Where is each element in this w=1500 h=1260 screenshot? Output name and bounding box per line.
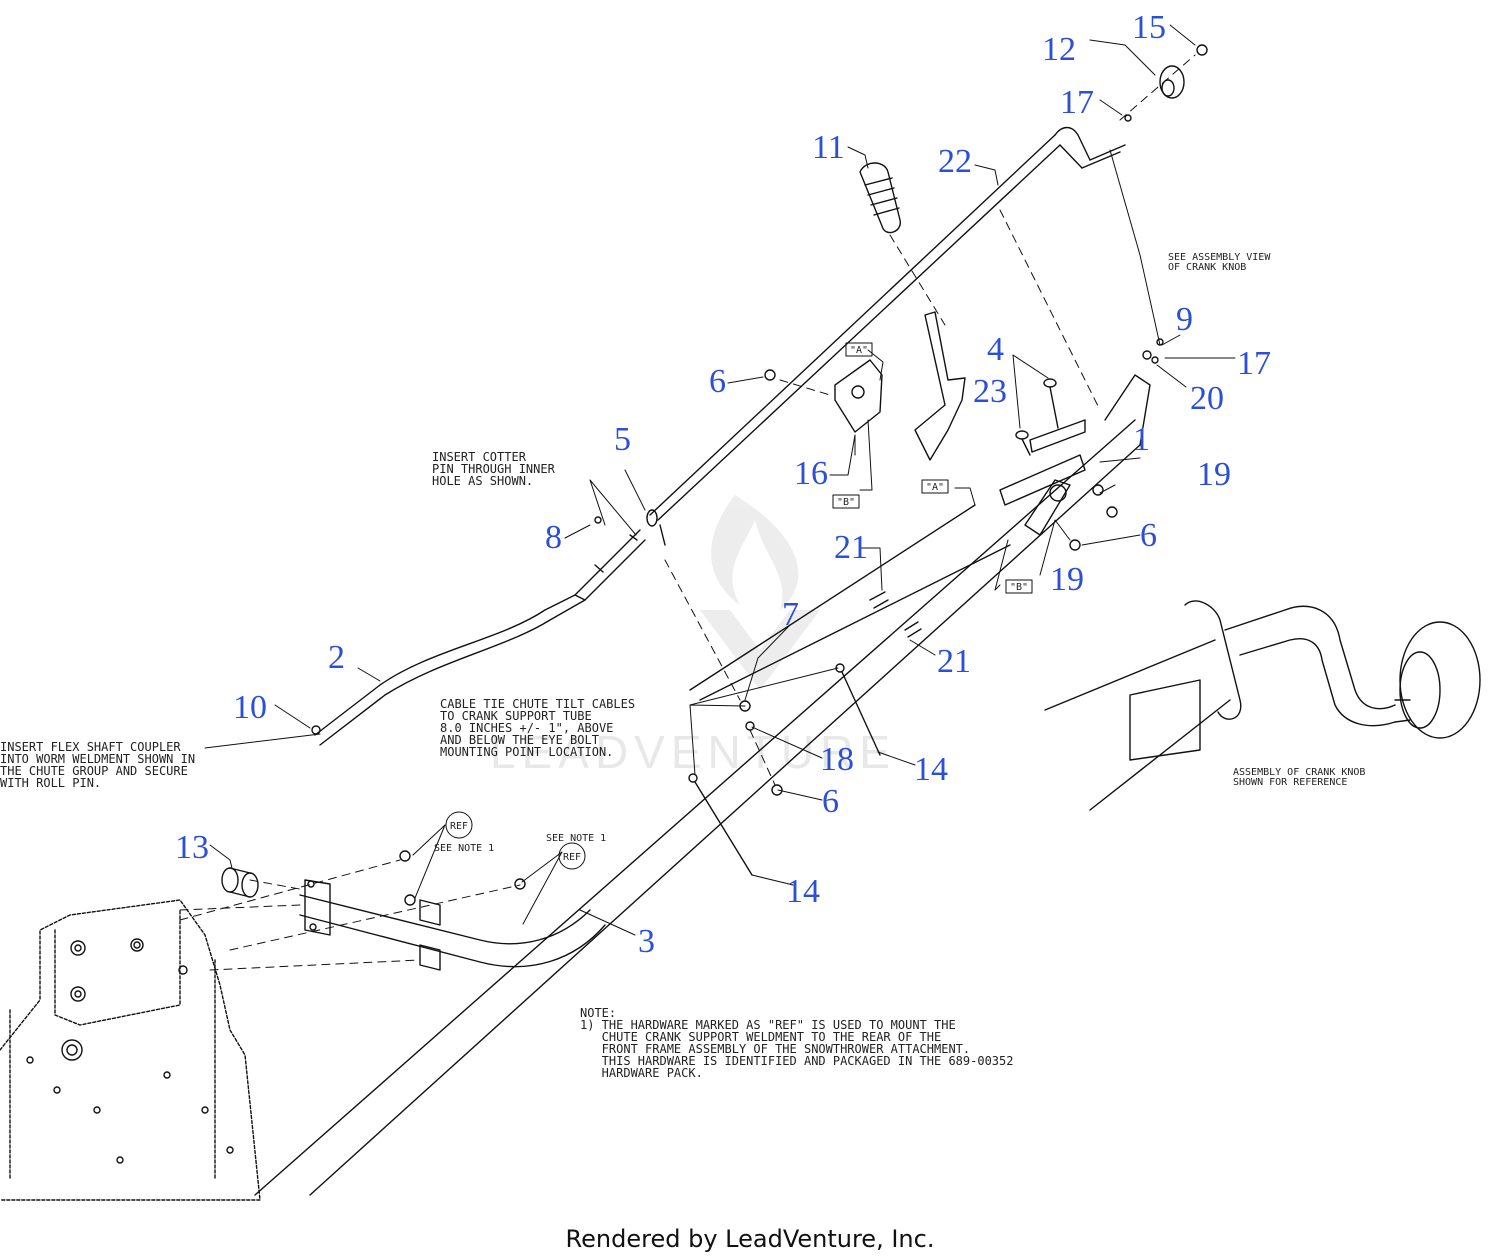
callout-1: 1	[1133, 421, 1150, 458]
svg-text:SEE ASSEMBLY VIEW: SEE ASSEMBLY VIEW	[1168, 252, 1271, 263]
callout-2: 2	[328, 639, 345, 676]
svg-text:CHUTE CRANK SUPPORT WELDMENT T: CHUTE CRANK SUPPORT WELDMENT TO THE REAR…	[580, 1030, 941, 1044]
leader-lines	[204, 24, 1236, 936]
callout-23: 23	[973, 373, 1007, 410]
svg-text:PIN THROUGH INNER: PIN THROUGH INNER	[432, 462, 556, 476]
svg-text:8.0 INCHES +/- 1", ABOVE: 8.0 INCHES +/- 1", ABOVE	[440, 721, 613, 735]
svg-text:1) THE HARDWARE MARKED AS "REF: 1) THE HARDWARE MARKED AS "REF" IS USED …	[580, 1018, 956, 1032]
flex-shaft-note: INSERT FLEX SHAFT COUPLER INTO WORM WELD…	[0, 740, 195, 790]
flex-shaft	[314, 529, 646, 746]
svg-text:INTO WORM WELDMENT SHOWN IN: INTO WORM WELDMENT SHOWN IN	[0, 752, 195, 766]
callout-10: 10	[233, 689, 267, 726]
ref-tag-2: REF	[563, 852, 581, 863]
hardware-note: NOTE: 1) THE HARDWARE MARKED AS "REF" IS…	[580, 1006, 1013, 1080]
callout-19-upper: 19	[1197, 456, 1231, 493]
callout-20: 20	[1190, 380, 1224, 417]
crank-support-tube	[254, 374, 1151, 1196]
callout-6-upper: 6	[709, 363, 726, 400]
callout-18: 18	[820, 741, 854, 778]
svg-text:TO CRANK SUPPORT TUBE: TO CRANK SUPPORT TUBE	[440, 709, 592, 723]
callout-6-right: 6	[1140, 517, 1157, 554]
svg-text:AND BELOW THE EYE BOLT: AND BELOW THE EYE BOLT	[440, 733, 599, 747]
svg-text:FRONT FRAME ASSEMBLY OF THE SN: FRONT FRAME ASSEMBLY OF THE SNOWTHROWER …	[580, 1042, 970, 1056]
tag-b-upper: "B"	[837, 497, 855, 508]
callout-9: 9	[1176, 301, 1193, 338]
callout-22: 22	[938, 143, 972, 180]
callout-21-upper: 21	[834, 529, 868, 566]
bracket	[834, 359, 883, 433]
tag-b-lower: "B"	[1010, 582, 1028, 593]
callout-16: 16	[794, 455, 828, 492]
svg-text:THE CHUTE GROUP AND SECURE: THE CHUTE GROUP AND SECURE	[0, 764, 188, 778]
callout-17-right: 17	[1237, 345, 1271, 382]
svg-text:CABLE TIE CHUTE TILT CABLES: CABLE TIE CHUTE TILT CABLES	[440, 697, 635, 711]
callout-14-upper: 14	[914, 751, 948, 788]
callout-13: 13	[175, 829, 209, 866]
tag-boxes	[445, 342, 1033, 870]
callout-19-lower: 19	[1050, 561, 1084, 598]
tag-a-upper: "A"	[850, 345, 868, 356]
bolts	[1015, 378, 1059, 456]
svg-text:INSERT FLEX SHAFT COUPLER: INSERT FLEX SHAFT COUPLER	[0, 740, 181, 754]
assembly-lines	[179, 54, 1196, 971]
crank-knob-assembly-view	[1044, 600, 1481, 811]
svg-text:HOLE AS SHOWN.: HOLE AS SHOWN.	[432, 474, 533, 488]
watermark: LEADVENTURE	[490, 495, 896, 778]
callout-21-lower: 21	[937, 643, 971, 680]
callout-15: 15	[1132, 9, 1166, 46]
callout-8: 8	[545, 519, 562, 556]
callout-5: 5	[614, 421, 631, 458]
see-note-a: SEE NOTE 1	[434, 843, 494, 854]
callout-6-lower: 6	[822, 783, 839, 820]
plate	[914, 311, 966, 461]
callout-7: 7	[782, 596, 799, 633]
watermark-text: LEADVENTURE	[490, 726, 896, 778]
svg-text:THIS HARDWARE IS IDENTIFIED AN: THIS HARDWARE IS IDENTIFIED AND PACKAGED…	[580, 1054, 1013, 1068]
callout-11: 11	[812, 129, 845, 166]
ref-tag-1: REF	[450, 821, 468, 832]
footer-credit: Rendered by LeadVenture, Inc.	[565, 1225, 935, 1253]
svg-text:WITH ROLL PIN.: WITH ROLL PIN.	[0, 776, 101, 790]
front-frame	[0, 899, 261, 1201]
crank-rod	[646, 126, 1126, 546]
callout-17-upper: 17	[1060, 84, 1094, 121]
cable-tie-note: CABLE TIE CHUTE TILT CABLES TO CRANK SUP…	[440, 697, 635, 759]
callout-3: 3	[638, 923, 655, 960]
svg-text:OF CRANK KNOB: OF CRANK KNOB	[1168, 262, 1246, 273]
handle-grip	[859, 162, 901, 234]
tilt-cables	[689, 504, 1011, 701]
svg-text:INSERT COTTER: INSERT COTTER	[432, 450, 527, 464]
callout-4: 4	[987, 331, 1004, 368]
assembly-reference-note: ASSEMBLY OF CRANK KNOB SHOWN FOR REFEREN…	[1233, 767, 1365, 788]
tag-a-lower: "A"	[926, 482, 944, 493]
bushing	[221, 867, 259, 898]
see-note-b: SEE NOTE 1	[546, 833, 606, 844]
crank-view-note: SEE ASSEMBLY VIEW OF CRANK KNOB	[1168, 252, 1271, 273]
svg-text:SHOWN FOR REFERENCE: SHOWN FOR REFERENCE	[1233, 777, 1347, 788]
svg-text:MOUNTING POINT LOCATION.: MOUNTING POINT LOCATION.	[440, 745, 613, 759]
crank-support-weldment	[299, 879, 606, 971]
cotter-note: INSERT COTTER PIN THROUGH INNER HOLE AS …	[432, 450, 556, 488]
svg-text:HARDWARE PACK.: HARDWARE PACK.	[580, 1066, 703, 1080]
frame-holes	[26, 938, 234, 1164]
callout-12: 12	[1042, 31, 1076, 68]
crank-knob	[1124, 44, 1208, 122]
svg-text:NOTE:: NOTE:	[580, 1006, 616, 1020]
callout-14-lower: 14	[786, 873, 820, 910]
svg-text:ASSEMBLY OF CRANK KNOB: ASSEMBLY OF CRANK KNOB	[1233, 767, 1365, 778]
